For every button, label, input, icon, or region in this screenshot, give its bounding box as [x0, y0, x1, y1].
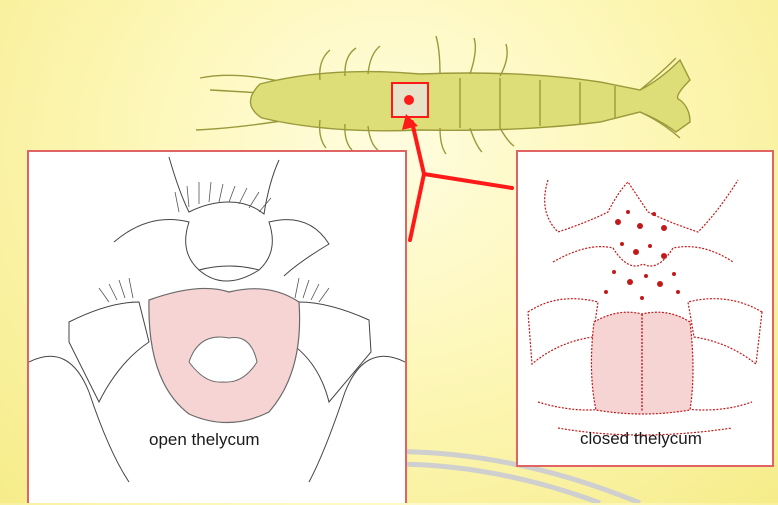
open-thelycum-label: open thelycum [149, 430, 260, 450]
connector-arrow [410, 122, 512, 240]
open-thelycum-illustration [29, 152, 405, 505]
shrimp-body [196, 36, 690, 154]
closed-thelycum-illustration [518, 152, 772, 465]
closed-thelycum-label: closed thelycum [580, 429, 702, 449]
thelycum-highlight-dot [404, 95, 414, 105]
closed-thelycum-panel: closed thelycum [516, 150, 774, 467]
open-thelycum-panel: open thelycum [27, 150, 407, 503]
